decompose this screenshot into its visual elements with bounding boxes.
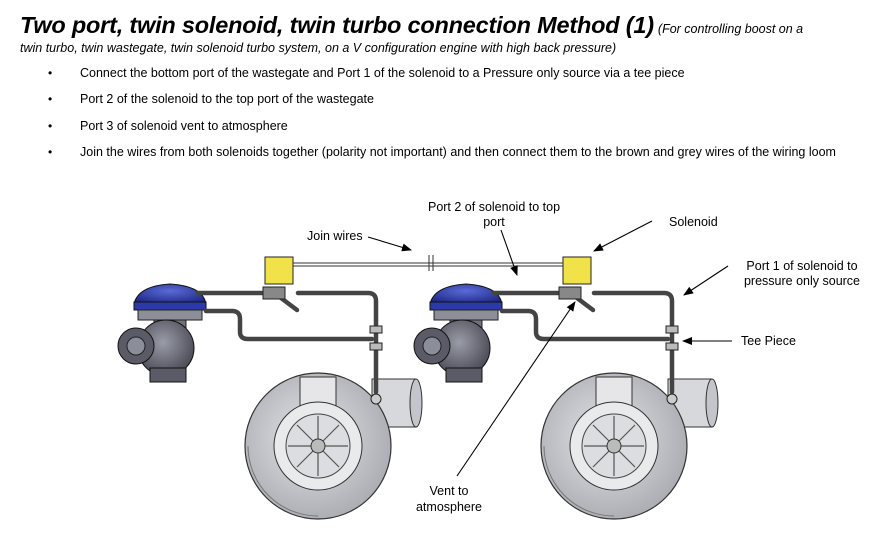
solenoid-label: Solenoid: [669, 215, 718, 229]
left-turbo-assembly: [117, 256, 423, 520]
left-hoses: [195, 290, 379, 395]
list-item: • Port 2 of the solenoid to the top port …: [48, 92, 848, 107]
title-line: Two port, twin solenoid, twin turbo conn…: [20, 11, 880, 43]
join-wires-arrow: [367, 236, 412, 252]
bullet-text: Connect the bottom port of the wastegate…: [80, 66, 685, 80]
left-turbo-icon: [244, 372, 423, 520]
vent-label-line1: Vent to: [430, 484, 469, 498]
right-wastegate-icon: [413, 283, 503, 383]
vent-arrow: [456, 301, 576, 477]
vent-label-line2: atmosphere: [416, 500, 482, 514]
port2-arrow: [500, 229, 518, 276]
callout-labels: Join wires Port 2 of solenoid to top por…: [307, 200, 860, 514]
bullet-icon: •: [48, 66, 53, 80]
bullet-icon: •: [48, 145, 53, 159]
callout-arrows: [367, 220, 732, 477]
solenoid-arrow: [593, 220, 653, 252]
subtitle-part2: twin turbo, twin wastegate, twin solenoi…: [20, 41, 617, 55]
bullet-icon: •: [48, 92, 53, 106]
instruction-list: • Connect the bottom port of the wastegat…: [48, 66, 848, 160]
header: Two port, twin solenoid, twin turbo conn…: [20, 11, 880, 55]
left-wastegate-icon: [117, 283, 207, 383]
right-turbo-assembly: [413, 256, 719, 520]
left-solenoid-icon: [264, 256, 294, 285]
port2-label-line2: port: [483, 215, 505, 229]
solenoid-wires: [293, 255, 563, 271]
tee-piece-label: Tee Piece: [741, 334, 796, 348]
port1-label-line2: pressure only source: [744, 274, 860, 288]
right-turbo-icon: [540, 372, 719, 520]
list-item: • Join the wires from both solenoids toge…: [48, 145, 848, 160]
right-fittings: [558, 286, 679, 405]
list-item: • Port 3 of solenoid vent to atmosphere: [48, 119, 848, 134]
bullet-text: Port 3 of solenoid vent to atmosphere: [80, 119, 288, 133]
join-wires-label: Join wires: [307, 229, 363, 243]
left-fittings: [262, 286, 383, 405]
bullet-text: Port 2 of the solenoid to the top port o…: [80, 92, 374, 106]
bullet-text: Join the wires from both solenoids toget…: [80, 145, 836, 159]
page-title: Two port, twin solenoid, twin turbo conn…: [20, 12, 654, 38]
subtitle-part1: (For controlling boost on a: [657, 22, 804, 36]
right-solenoid-icon: [562, 256, 592, 285]
port2-label-line1: Port 2 of solenoid to top: [428, 200, 560, 214]
port1-arrow: [683, 265, 729, 296]
list-item: • Connect the bottom port of the wastegat…: [48, 66, 848, 81]
port1-label-line1: Port 1 of solenoid to: [746, 259, 857, 273]
bullet-icon: •: [48, 119, 53, 133]
right-hoses: [491, 290, 675, 395]
